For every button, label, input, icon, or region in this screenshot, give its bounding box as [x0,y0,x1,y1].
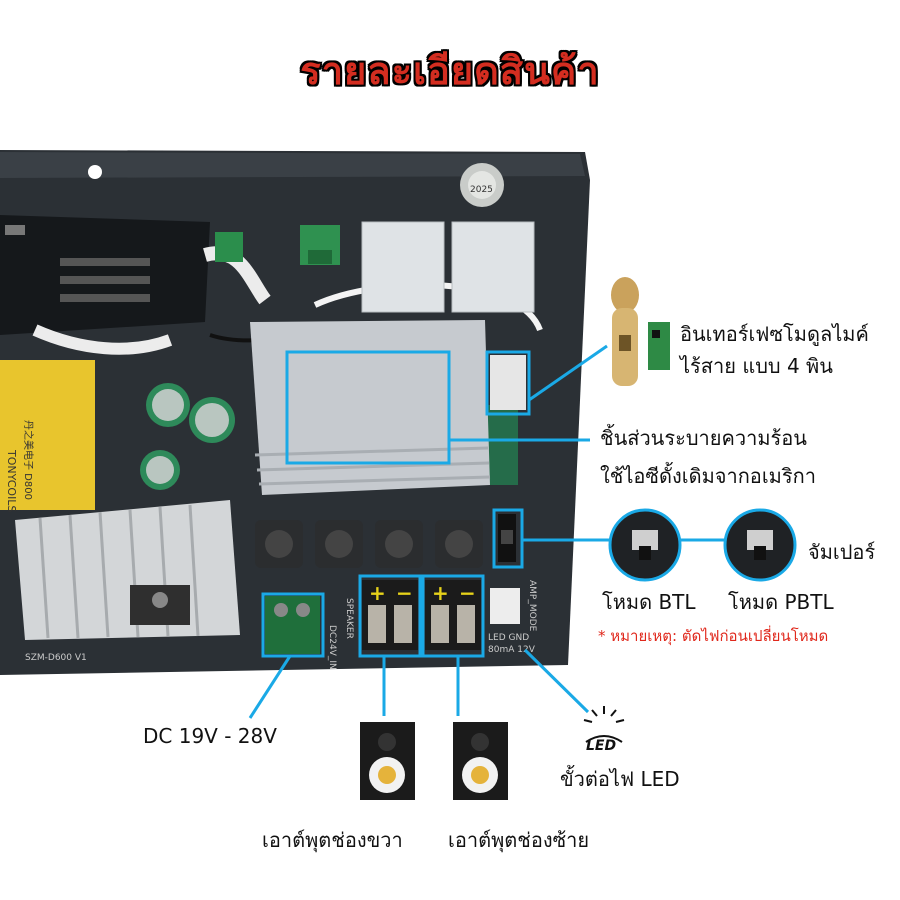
btl-mode-zoom [608,508,682,582]
svg-text:−: − [396,581,413,605]
svg-text:−: − [459,581,476,605]
led-pins-print: LED GND [488,633,529,643]
mic-callout-box [485,350,531,416]
heatsink-callout-box [285,350,451,465]
coil-model: 丹之美电子 D800 [22,420,35,500]
right-output-label: เอาต์พุตช่องขวา [262,828,403,852]
pbtl-mode-zoom [723,508,797,582]
page-title: รายละเอียดสินค้า [300,49,600,93]
model-print: SZM-D600 V1 [25,653,87,663]
dc-callout-box [261,592,325,658]
left-speaker-image [453,722,508,800]
dc-in-print: DC24V_IN [327,625,337,670]
dc-input-label: DC 19V - 28V [143,724,277,748]
mode-change-note: * หมายเหตุ: ตัดไฟก่อนเปลี่ยนโหมด [598,627,829,645]
mic-module-label-2: ไร้สาย แบบ 4 พิน [680,354,833,378]
wireless-mic-image [611,277,670,386]
pbtl-mode-label: โหมด PBTL [728,590,834,614]
led-spec-print: 80mA 12V [488,645,536,655]
svg-text:+: + [432,581,449,605]
date-stamp: 2025 [470,185,493,195]
led-icon [583,706,625,743]
right-out-callout-box [358,574,422,658]
mic-module-label-1: อินเทอร์เฟซโมดูลไมค์ [680,322,869,346]
right-speaker-image [360,722,415,800]
btl-mode-label: โหมด BTL [602,590,696,614]
heatsink-label-2: ใช้ไอซีดั้งเดิมจากอเมริกา [600,464,816,488]
speaker-print: SPEAKER [344,598,354,639]
svg-text:+: + [369,581,386,605]
led-connector-label: ขั้วต่อไฟ LED [560,767,680,791]
amp-mode-print: AMP_MODE [527,580,537,632]
jumper-label: จัมเปอร์ [808,540,876,564]
led-icon-text: LED [586,738,617,754]
heatsink-label-1: ชิ้นส่วนระบายความร้อน [600,426,807,450]
left-out-callout-box [421,574,485,658]
left-output-label: เอาต์พุตช่องซ้าย [448,828,590,852]
coil-brand: TONYCOILS [5,449,18,512]
